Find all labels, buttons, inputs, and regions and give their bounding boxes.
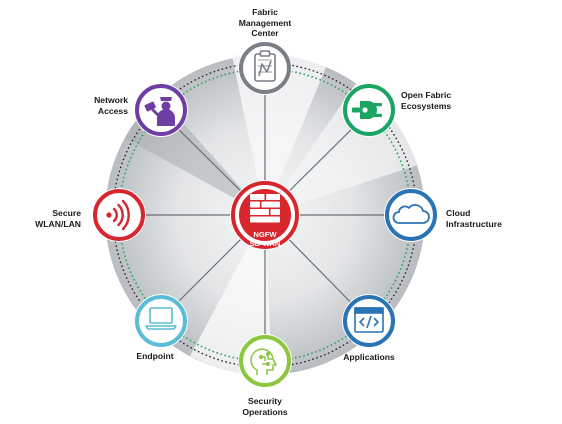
- label-security-operations: Security Operations: [242, 396, 288, 417]
- firewall-brick-icon: [250, 194, 280, 223]
- plug-icon: [352, 101, 382, 119]
- node-open-fabric-ecosystems: [342, 83, 396, 137]
- cloud-icon: [392, 204, 430, 224]
- wireless-signal-icon: [106, 199, 130, 231]
- badge-officer-icon: [144, 97, 175, 126]
- hub-label: NGFW SD-WAN: [249, 230, 281, 248]
- node-network-access: [134, 83, 188, 137]
- light-wedge-bottom: [190, 215, 272, 376]
- code-window-icon: [354, 307, 384, 333]
- label-cloud-infrastructure: Cloud Infrastructure: [446, 208, 502, 229]
- laptop-icon: [145, 307, 177, 330]
- node-endpoint: [134, 294, 188, 348]
- node-applications: [342, 294, 396, 348]
- label-endpoint: Endpoint: [136, 351, 174, 361]
- light-wedge-top: [232, 53, 326, 216]
- clipboard-icon: [254, 50, 276, 82]
- label-applications: Applications: [343, 352, 395, 362]
- label-fabric-management-center: Fabric Management Center: [238, 7, 292, 38]
- hub-ngfw-sd-wan: [230, 180, 300, 250]
- node-fabric-management-center: [238, 41, 292, 95]
- node-security-operations: [238, 334, 292, 388]
- label-network-access: Network Access: [94, 95, 128, 116]
- node-secure-wlan-lan: [92, 188, 146, 242]
- label-secure-wlan-lan: Secure WLAN/LAN: [35, 208, 81, 229]
- label-open-fabric-ecosystems: Open Fabric Ecosystems: [401, 90, 452, 111]
- node-cloud-infrastructure: [384, 188, 438, 242]
- brain-head-icon: [250, 348, 277, 375]
